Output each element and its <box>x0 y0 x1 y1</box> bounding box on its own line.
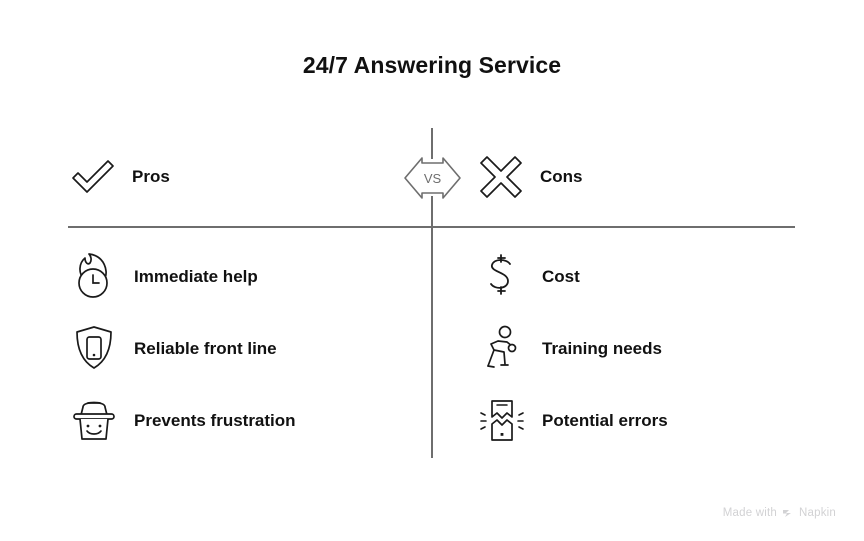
vertical-divider-top <box>431 128 433 159</box>
list-item: Cost <box>474 248 580 306</box>
dollar-sign-icon <box>474 249 530 305</box>
vertical-divider-bottom <box>431 196 433 458</box>
list-item: Potential errors <box>474 392 668 450</box>
list-item-label: Immediate help <box>134 267 258 286</box>
list-item: Reliable front line <box>66 320 277 378</box>
check-icon <box>68 152 118 202</box>
cons-header: Cons <box>476 148 583 206</box>
table-row: Immediate help Cost <box>0 248 864 320</box>
list-item-label: Potential errors <box>542 411 668 430</box>
table-row: Prevents frustration Potential errors <box>0 392 864 464</box>
smiling-bucket-icon <box>66 393 122 449</box>
vs-badge: VS <box>402 155 463 201</box>
watermark-prefix: Made with <box>722 507 777 519</box>
vs-label: VS <box>424 171 442 186</box>
broken-phone-icon <box>474 393 530 449</box>
header-row: Pros Cons <box>0 148 864 206</box>
list-item-label: Prevents frustration <box>134 411 296 430</box>
list-item: Training needs <box>474 320 662 378</box>
watermark: Made with Napkin <box>723 507 836 519</box>
page-title: 24/7 Answering Service <box>302 52 562 78</box>
comparison-rows: Immediate help Cost Reliable <box>0 248 864 464</box>
table-row: Reliable front line Training needs <box>0 320 864 392</box>
cross-icon <box>476 152 526 202</box>
napkin-logo-icon <box>782 507 794 519</box>
flame-clock-icon <box>66 249 122 305</box>
watermark-brand: Napkin <box>799 507 836 519</box>
pros-label: Pros <box>132 167 170 186</box>
running-person-icon <box>474 321 530 377</box>
list-item-label: Reliable front line <box>134 339 277 358</box>
shield-phone-icon <box>66 321 122 377</box>
pros-header: Pros <box>68 148 170 206</box>
cons-label: Cons <box>540 167 583 186</box>
list-item-label: Cost <box>542 267 580 286</box>
list-item: Prevents frustration <box>66 392 296 450</box>
list-item: Immediate help <box>66 248 258 306</box>
list-item-label: Training needs <box>542 339 662 358</box>
